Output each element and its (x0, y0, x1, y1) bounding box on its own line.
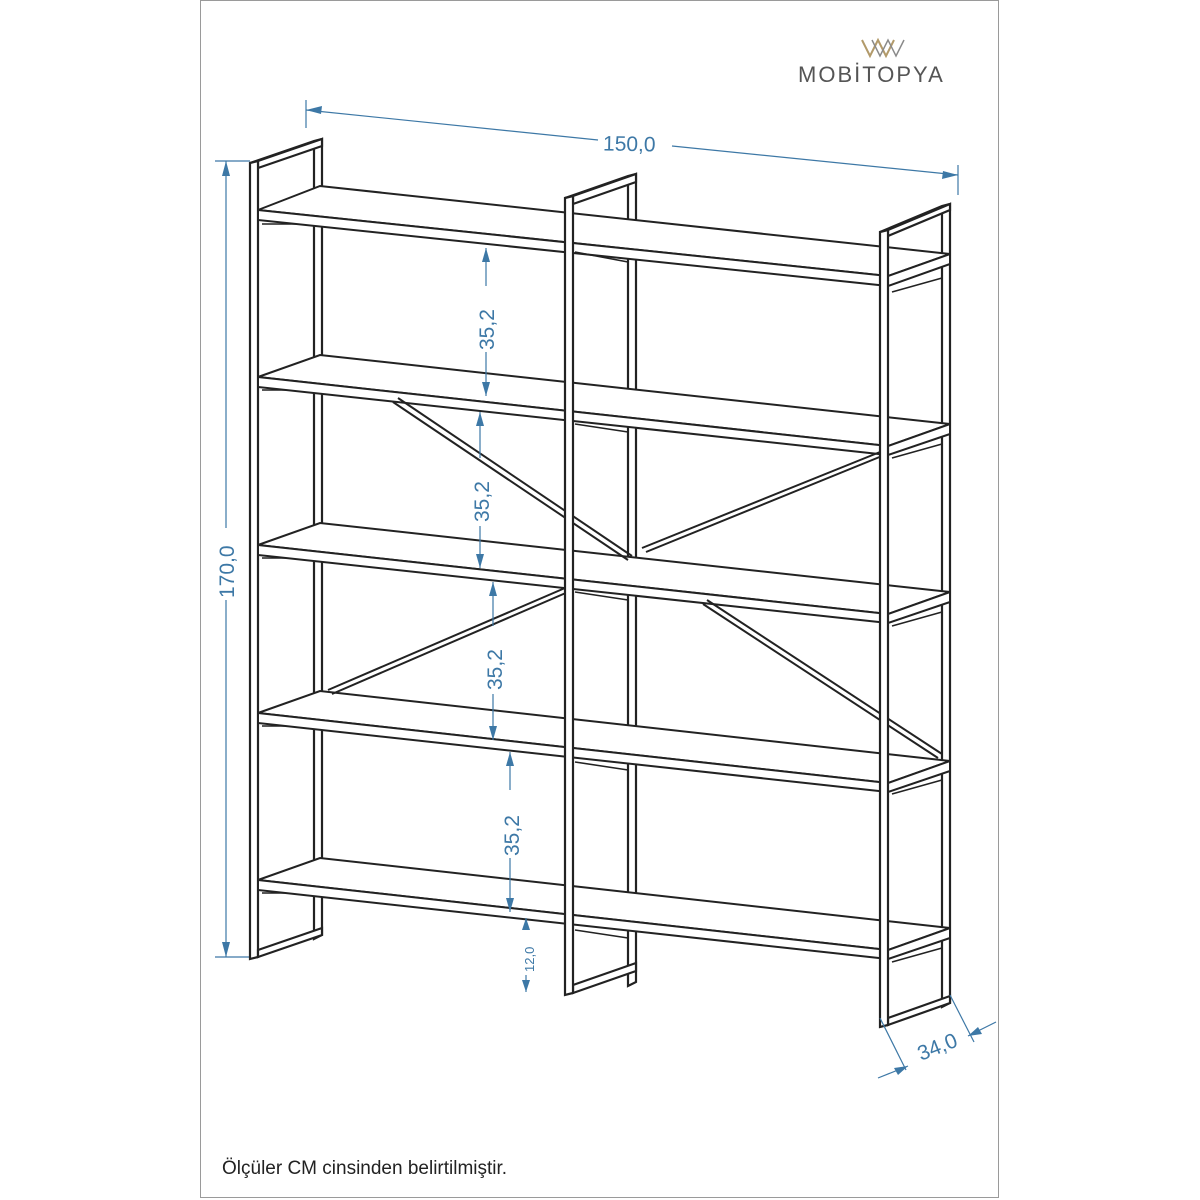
ww-monogram-logo (861, 37, 905, 59)
width-label: 150,0 (603, 132, 656, 156)
shelf-spacing-label-1: 35,2 (476, 309, 499, 350)
shelf-4 (257, 689, 951, 794)
cross-brace-left (327, 397, 633, 695)
shelf-1 (257, 184, 951, 288)
cross-brace-right (641, 451, 943, 759)
shelf-spacing-dimension-4 (506, 752, 514, 912)
bottom-clearance-label: 12,0 (522, 947, 537, 972)
bottom-clearance-dimension (522, 918, 530, 992)
shelf-5 (257, 856, 951, 961)
bookshelf-drawing (248, 137, 952, 1029)
depth-dimension (877, 994, 997, 1079)
page-frame (200, 0, 999, 1198)
shelf-spacing-label-4: 35,2 (501, 815, 524, 856)
brand-name: MOBİTOPYA (798, 62, 945, 87)
shelf-spacing-label-2: 35,2 (471, 481, 494, 522)
shelf-spacing-dimension-3 (489, 582, 497, 740)
height-label: 170,0 (216, 545, 239, 598)
shelf-spacing-dimension-2 (476, 412, 484, 568)
shelf-spacing-label-3: 35,2 (484, 649, 507, 690)
depth-label: 34,0 (914, 1029, 961, 1066)
shelf-spacing-dimension-1 (482, 248, 490, 396)
height-dimension (215, 160, 250, 958)
shelf-2 (257, 353, 951, 457)
units-footnote: Ölçüler CM cinsinden belirtilmiştir. (222, 1158, 508, 1179)
width-dimension (305, 100, 959, 195)
